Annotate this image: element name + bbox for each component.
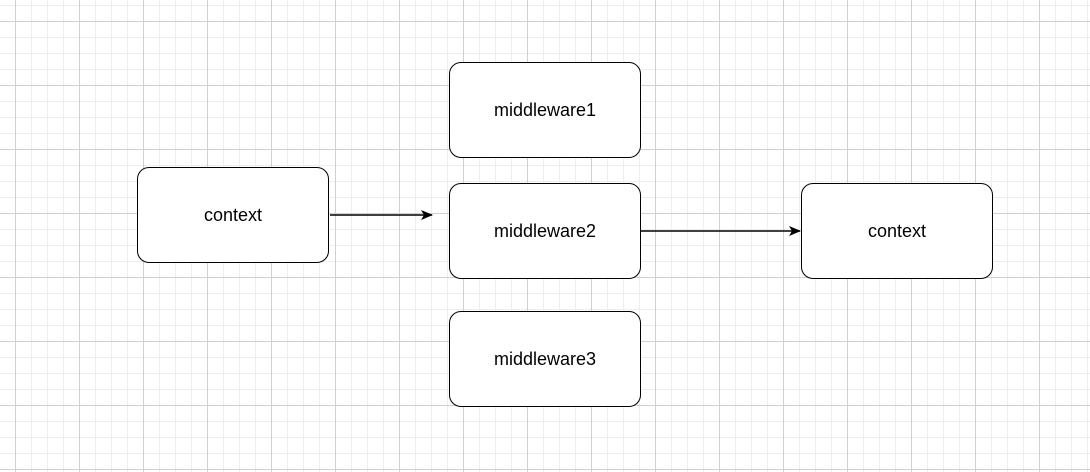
node-label: middleware2 [493,220,597,241]
node-context-output[interactable]: context [801,183,993,279]
node-label: context [203,204,263,225]
node-middleware1[interactable]: middleware1 [449,62,641,158]
node-middleware3[interactable]: middleware3 [449,311,641,407]
node-label: context [867,220,927,241]
node-middleware2[interactable]: middleware2 [449,183,641,279]
node-label: middleware1 [493,99,597,120]
node-context-input[interactable]: context [137,167,329,263]
node-label: middleware3 [493,348,597,369]
